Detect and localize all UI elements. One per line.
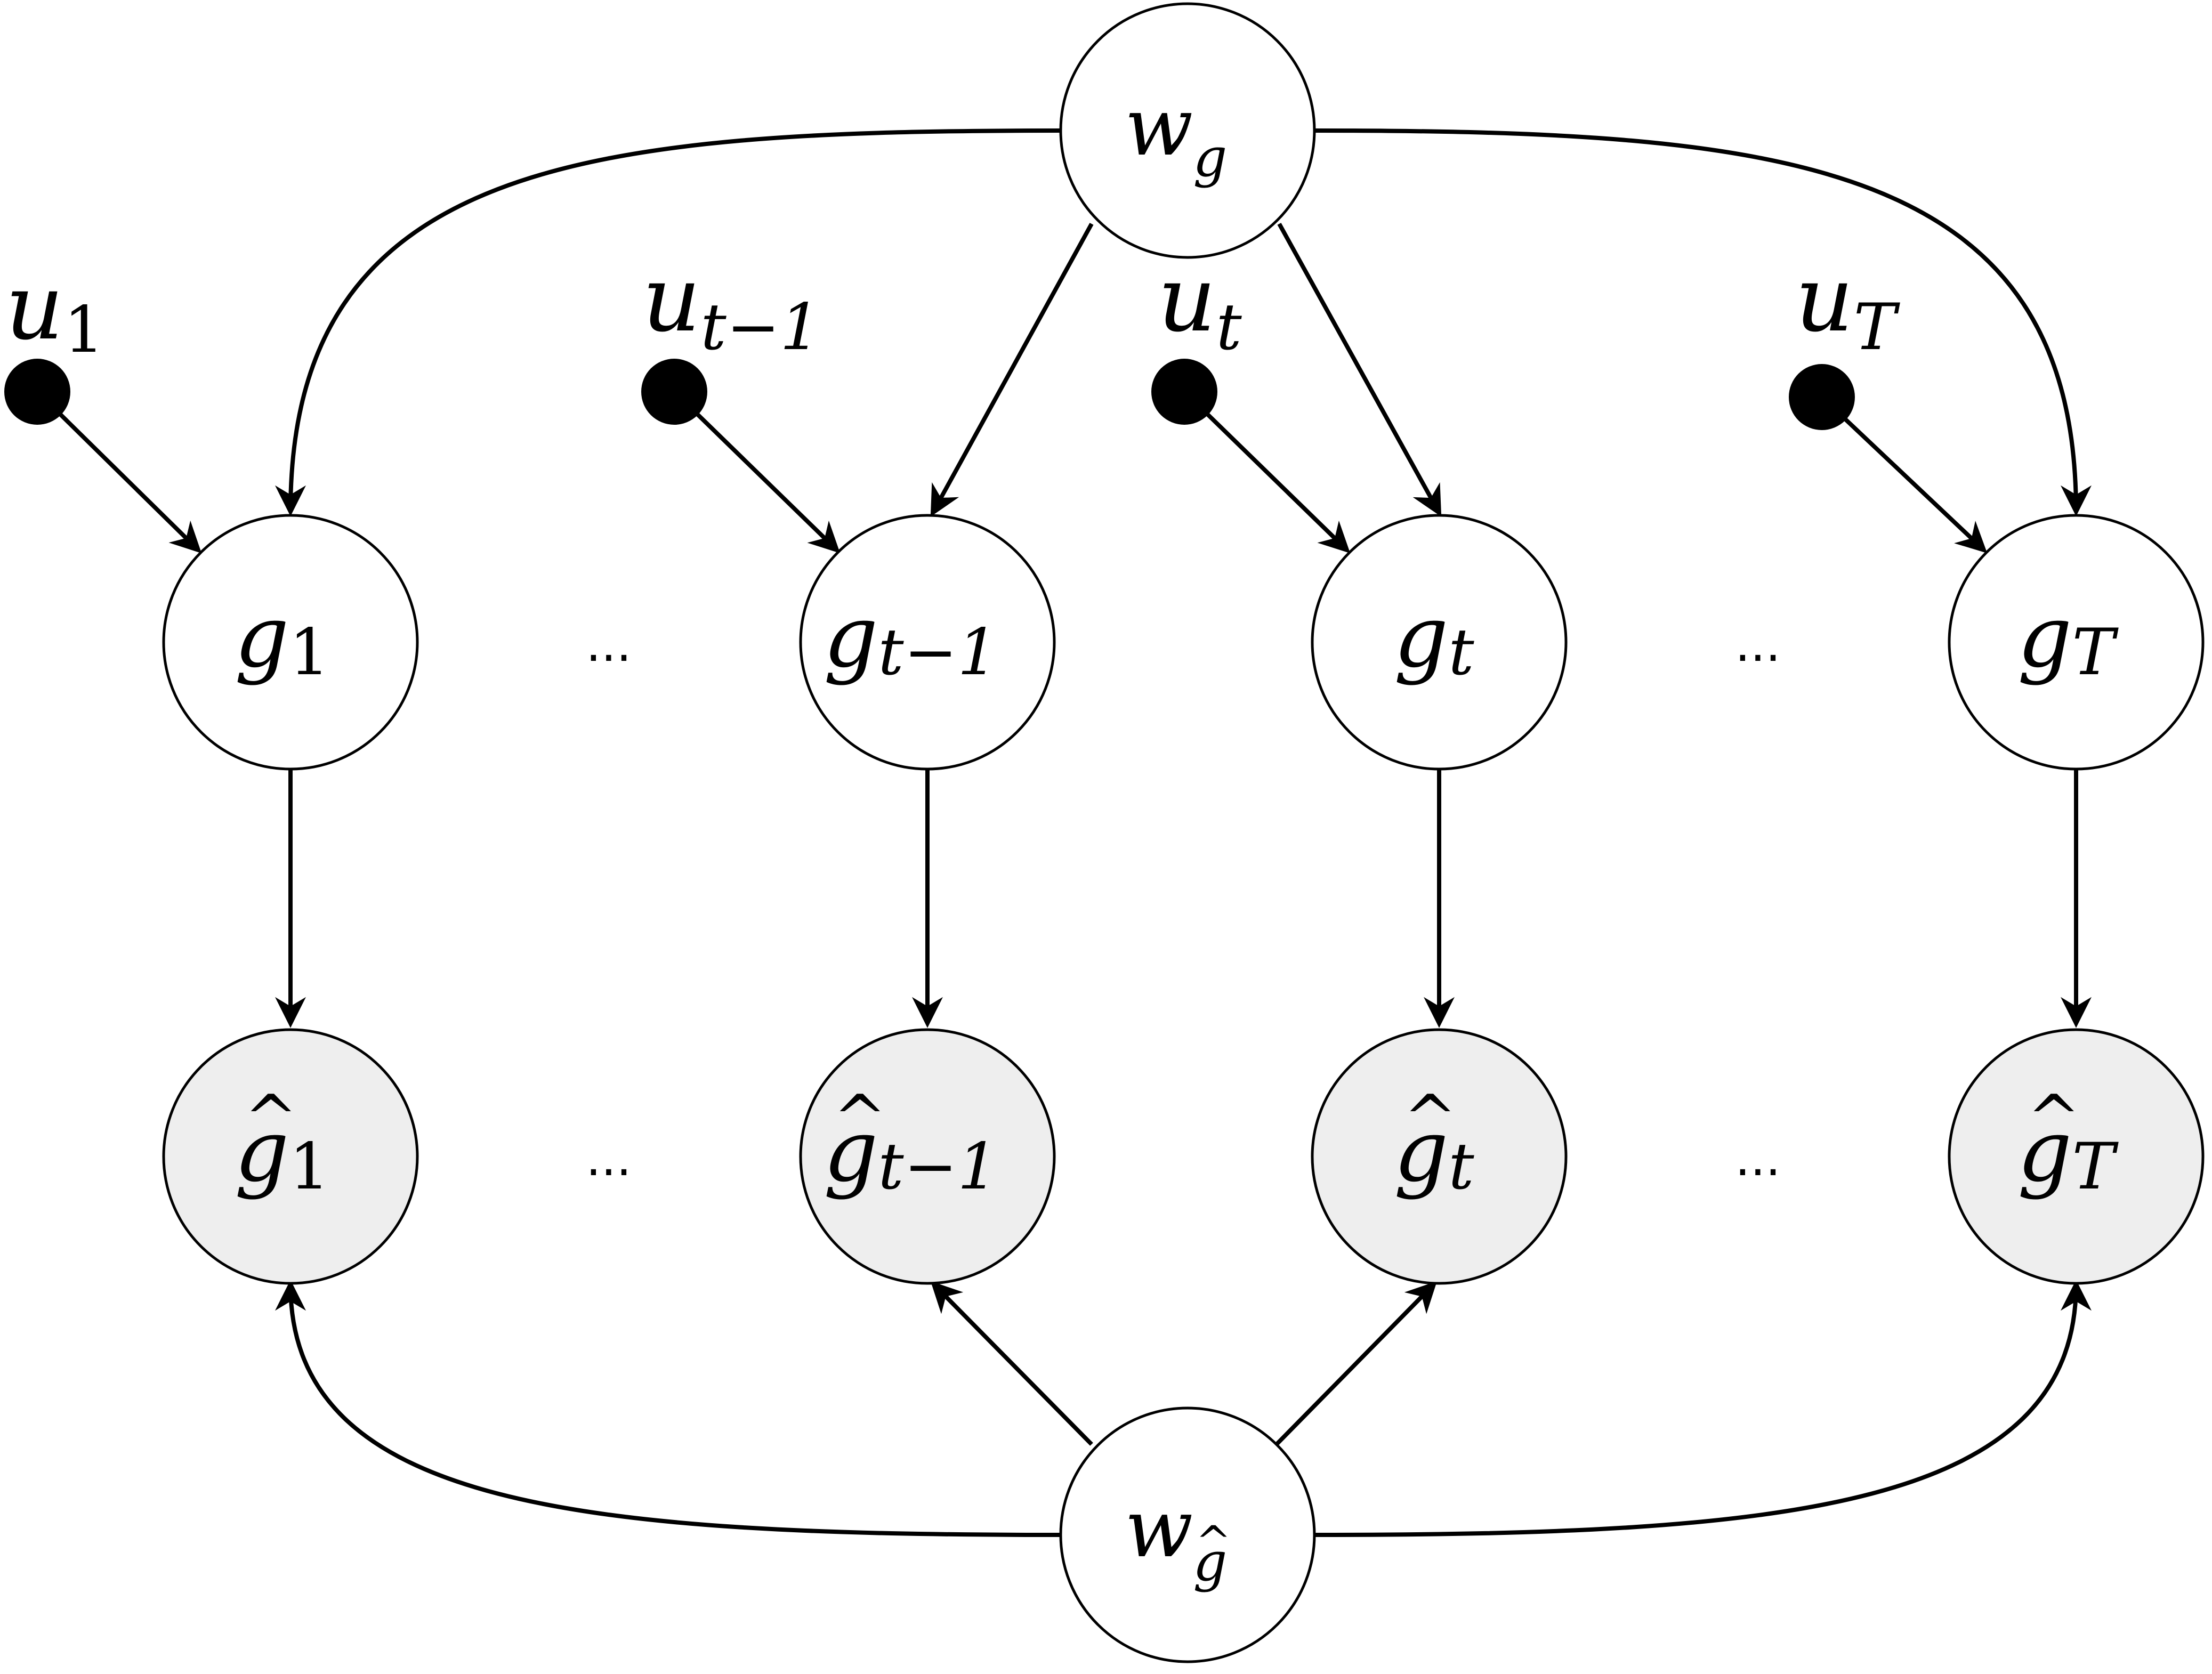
input-u-t-sub: t: [1216, 290, 1242, 365]
node-w-ghat-sub: g: [1193, 1531, 1227, 1593]
svg-text:gt: gt: [1394, 1101, 1474, 1204]
input-u-t-minus-1-sub: t−1: [701, 290, 821, 365]
svg-text:g1: g1: [235, 587, 330, 690]
svg-text:gt: gt: [1394, 587, 1474, 690]
input-u1-sub: 1: [64, 293, 104, 367]
node-g-t-minus-1-base: g: [824, 587, 878, 686]
input-u1: u1: [4, 255, 104, 425]
ellipsis-hidden-left: ...: [586, 617, 632, 673]
node-ghat-T-hat: ^: [2027, 1082, 2081, 1156]
node-ghat1-sub: 1: [289, 1130, 329, 1204]
node-ghat-T-base: g: [2017, 1101, 2072, 1201]
svg-text:wg: wg: [1125, 81, 1227, 189]
node-ghat-t: ^ gt: [1311, 1028, 1568, 1285]
node-w-ghat-sub-hat: ^: [1196, 1517, 1231, 1566]
node-ghat-t-base: g: [1394, 1101, 1448, 1201]
svg-text:wg: wg: [1125, 1483, 1227, 1593]
node-g-t-minus-1-sub: t−1: [878, 616, 998, 690]
edge-uT-to-gT: [1820, 395, 1988, 553]
svg-text:gT: gT: [2017, 1101, 2119, 1204]
node-g-T-sub: T: [2072, 616, 2119, 690]
svg-text:uT: uT: [1795, 247, 1901, 365]
node-w-g-base: w: [1125, 81, 1193, 174]
node-g-T-base: g: [2017, 587, 2072, 686]
input-u-t: ut: [1151, 247, 1242, 425]
node-g-t-base: g: [1394, 587, 1448, 686]
edge-wghat-to-ghat1: [275, 1280, 1061, 1537]
node-g1: g1: [162, 514, 419, 771]
node-g1-base: g: [235, 587, 289, 686]
ellipsis-observed-left: ...: [586, 1131, 632, 1187]
node-ghat-t-minus-1-hat: ^: [833, 1082, 887, 1156]
node-ghat-t-sub: t: [1448, 1130, 1474, 1204]
node-ghat-T: ^ gT: [1948, 1028, 2205, 1285]
node-g-t-minus-1: gt−1: [799, 514, 1056, 771]
svg-text:gt−1: gt−1: [824, 1101, 998, 1204]
input-u-T-sub: T: [1854, 290, 1901, 365]
node-ghat-T-sub: T: [2072, 1130, 2119, 1204]
node-w-g: wg: [1059, 2, 1316, 259]
edge-wg-to-g1: [275, 128, 1061, 516]
svg-text:ut: ut: [1158, 247, 1242, 365]
svg-text:gt−1: gt−1: [824, 587, 998, 690]
input-u-t-base: u: [1158, 247, 1216, 352]
edge-wghat-to-ghattm1: [930, 1281, 1093, 1446]
svg-text:gT: gT: [2017, 587, 2119, 690]
input-u-t-minus-1-base: u: [642, 247, 701, 352]
node-ghat-t-minus-1-sub: t−1: [878, 1130, 998, 1204]
edge-wg-to-gT: [1313, 128, 2092, 516]
node-g-T: gT: [1948, 514, 2205, 771]
svg-text:ut−1: ut−1: [642, 247, 821, 365]
edge-wg-to-gt: [1277, 223, 1442, 517]
edge-ut-to-gt: [1183, 390, 1351, 554]
edge-wghat-to-ghatt: [1275, 1281, 1438, 1446]
node-w-ghat: wg ^: [1059, 1406, 1316, 1663]
input-u-T-base: u: [1795, 247, 1854, 352]
edge-wghat-to-ghatT: [1313, 1280, 2092, 1537]
input-u-T: uT: [1789, 247, 1901, 430]
edge-u1-to-g1: [36, 390, 202, 554]
node-w-ghat-base: w: [1125, 1483, 1193, 1575]
input-u1-base: u: [5, 255, 64, 360]
node-g-t-sub: t: [1448, 616, 1474, 690]
input-u-t-minus-1: ut−1: [641, 247, 821, 425]
svg-text:u1: u1: [5, 255, 104, 367]
node-g1-sub: 1: [289, 616, 329, 690]
ellipsis-hidden-right: ...: [1735, 617, 1781, 673]
ellipsis-observed-right: ...: [1735, 1131, 1781, 1187]
node-w-g-sub: g: [1193, 126, 1227, 189]
node-ghat1: ^ g1: [162, 1028, 419, 1285]
node-ghat-t-hat: ^: [1403, 1082, 1457, 1156]
node-ghat1-base: g: [235, 1101, 289, 1201]
node-ghat-t-minus-1: ^ gt−1: [799, 1028, 1056, 1285]
edge-utm1-to-gtm1: [673, 390, 841, 554]
edge-wg-to-gtm1: [930, 223, 1094, 517]
node-ghat1-hat: ^: [244, 1082, 298, 1156]
node-g-t: gt: [1311, 514, 1568, 771]
svg-text:g1: g1: [235, 1101, 330, 1204]
node-ghat-t-minus-1-base: g: [824, 1101, 878, 1201]
